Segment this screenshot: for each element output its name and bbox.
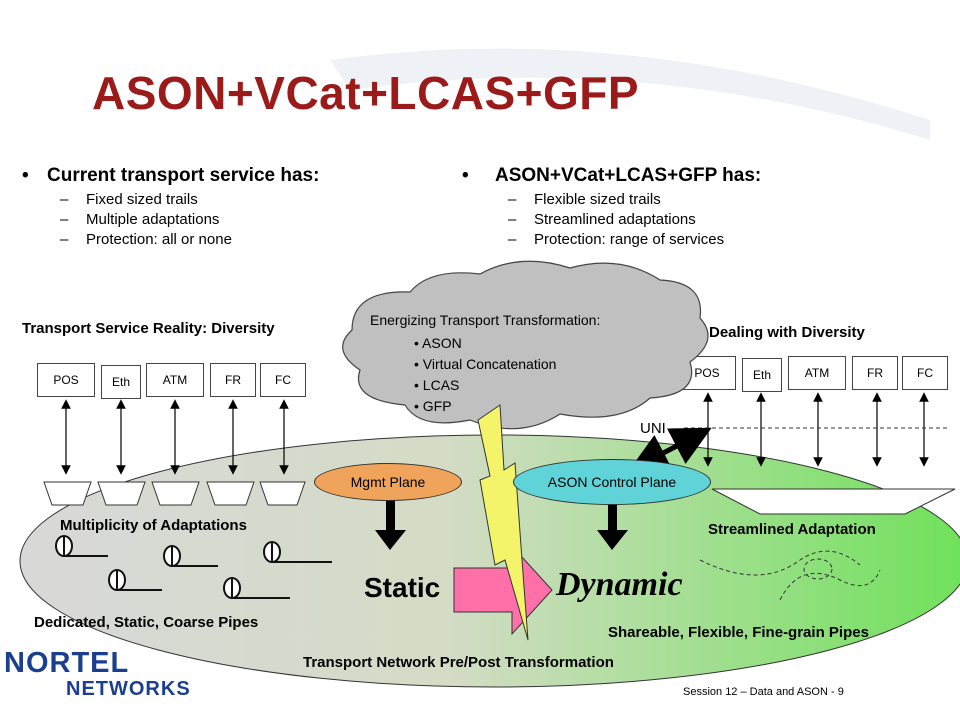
energizing-cloud: [342, 260, 709, 430]
dedicated-label: Dedicated, Static, Coarse Pipes: [34, 614, 259, 631]
ason-control-plane: ASON Control Plane: [513, 459, 711, 505]
left-connector-arrows: [61, 399, 289, 475]
new-item-2: –Streamlined adaptations: [508, 211, 696, 228]
current-service-list: •Current transport service has: –Fixed s…: [22, 165, 422, 248]
cloud-item-lcas: • LCAS: [414, 377, 460, 393]
current-item-3: –Protection: all or none: [60, 231, 232, 248]
dynamic-label: Dynamic: [556, 566, 683, 603]
transport-network-label: Transport Network Pre/Post Transformatio…: [303, 654, 614, 671]
right-connector-arrows: [703, 392, 929, 467]
mgmt-plane: Mgmt Plane: [314, 463, 462, 501]
cloud-item-ason: • ASON: [414, 335, 462, 351]
static-label: Static: [364, 572, 441, 603]
service-box-fc-left: FC: [260, 363, 306, 397]
service-box-fc-right: FC: [902, 356, 948, 390]
service-box-atm-left: ATM: [146, 363, 204, 397]
nortel-logo: NORTEL NETWORKS: [4, 648, 191, 700]
service-box-fr-right: FR: [852, 356, 898, 390]
new-item-1: –Flexible sized trails: [508, 191, 661, 208]
plane-down-arrows: [375, 500, 628, 550]
shareable-label: Shareable, Flexible, Fine-grain Pipes: [608, 624, 869, 641]
page-title: ASON+VCat+LCAS+GFP: [92, 67, 640, 119]
streamlined-label: Streamlined Adaptation: [708, 521, 876, 538]
logo-line1: NORTEL: [4, 647, 130, 679]
service-box-pos-left: POS: [37, 363, 95, 397]
coarse-pipes: [55, 535, 332, 599]
streamlined-funnel: [711, 488, 956, 515]
uni-arrow: [628, 427, 712, 472]
service-box-eth-right: Eth: [742, 358, 782, 392]
uni-label: UNI: [640, 420, 666, 437]
right-section-label: Dealing with Diversity: [709, 324, 865, 341]
service-box-eth-left: Eth: [101, 365, 141, 399]
lightning-bolt-icon: [477, 404, 529, 641]
fine-grain-pipes: [699, 550, 881, 601]
cloud-item-vcat: • Virtual Concatenation: [414, 356, 557, 372]
left-section-label: Transport Service Reality: Diversity: [22, 320, 275, 337]
adaptation-funnels: [43, 481, 306, 506]
new-service-list: •ASON+VCat+LCAS+GFP has: –Flexible sized…: [462, 165, 902, 248]
current-service-heading: •Current transport service has:: [22, 165, 320, 186]
logo-line2: NETWORKS: [66, 678, 191, 700]
service-box-fr-left: FR: [210, 363, 256, 397]
cloud-list: • ASON • Virtual Concatenation • LCAS • …: [414, 333, 556, 417]
service-box-atm-right: ATM: [788, 356, 846, 390]
current-item-2: –Multiple adaptations: [60, 211, 220, 228]
new-service-heading: •ASON+VCat+LCAS+GFP has:: [462, 165, 762, 186]
new-item-3: –Protection: range of services: [508, 231, 725, 248]
cloud-item-gfp: • GFP: [414, 398, 452, 414]
cloud-heading: Energizing Transport Transformation:: [370, 312, 601, 328]
multiplicity-label: Multiplicity of Adaptations: [60, 517, 247, 534]
current-item-1: –Fixed sized trails: [60, 191, 198, 208]
slide-footer: Session 12 – Data and ASON - 9: [683, 686, 844, 698]
